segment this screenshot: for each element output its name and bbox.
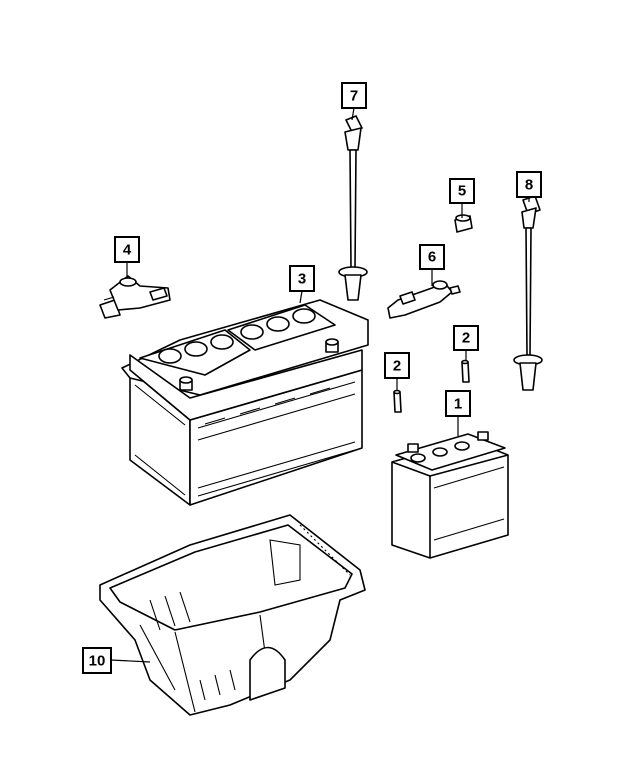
battery-tray[interactable] xyxy=(99,514,366,716)
nut[interactable] xyxy=(454,214,473,233)
leader-3 xyxy=(299,290,303,304)
callout-5-label: 5 xyxy=(458,183,466,200)
leader-7 xyxy=(351,107,355,121)
callout-7: 7 xyxy=(341,82,367,109)
callout-1: 1 xyxy=(445,390,471,417)
rod-7[interactable] xyxy=(338,115,368,301)
callout-8: 8 xyxy=(516,171,542,198)
callout-6-label: 6 xyxy=(428,249,436,266)
leader-10 xyxy=(110,659,151,663)
callout-10: 10 xyxy=(82,647,112,674)
callout-4: 4 xyxy=(114,236,140,263)
callout-5: 5 xyxy=(449,178,475,204)
callout-8-label: 8 xyxy=(525,177,533,194)
callout-3-label: 3 xyxy=(298,271,306,288)
auxiliary-battery[interactable] xyxy=(391,431,509,559)
callout-2-right-label: 2 xyxy=(462,330,470,347)
callout-6: 6 xyxy=(419,244,445,270)
callout-2-left: 2 xyxy=(384,352,410,379)
terminal-clamp-4[interactable] xyxy=(99,275,171,319)
callout-7-label: 7 xyxy=(350,88,358,105)
callout-2-right: 2 xyxy=(453,325,479,351)
terminal-pin-right[interactable] xyxy=(461,359,470,383)
terminal-pin-left[interactable] xyxy=(393,389,402,413)
main-battery[interactable] xyxy=(121,299,369,506)
terminal-clamp-6[interactable] xyxy=(387,280,461,319)
rod-8[interactable] xyxy=(513,195,543,391)
callout-1-label: 1 xyxy=(454,396,462,413)
callout-2-left-label: 2 xyxy=(393,358,401,375)
callout-10-label: 10 xyxy=(89,653,106,670)
callout-4-label: 4 xyxy=(123,242,132,259)
callout-3: 3 xyxy=(289,265,315,292)
